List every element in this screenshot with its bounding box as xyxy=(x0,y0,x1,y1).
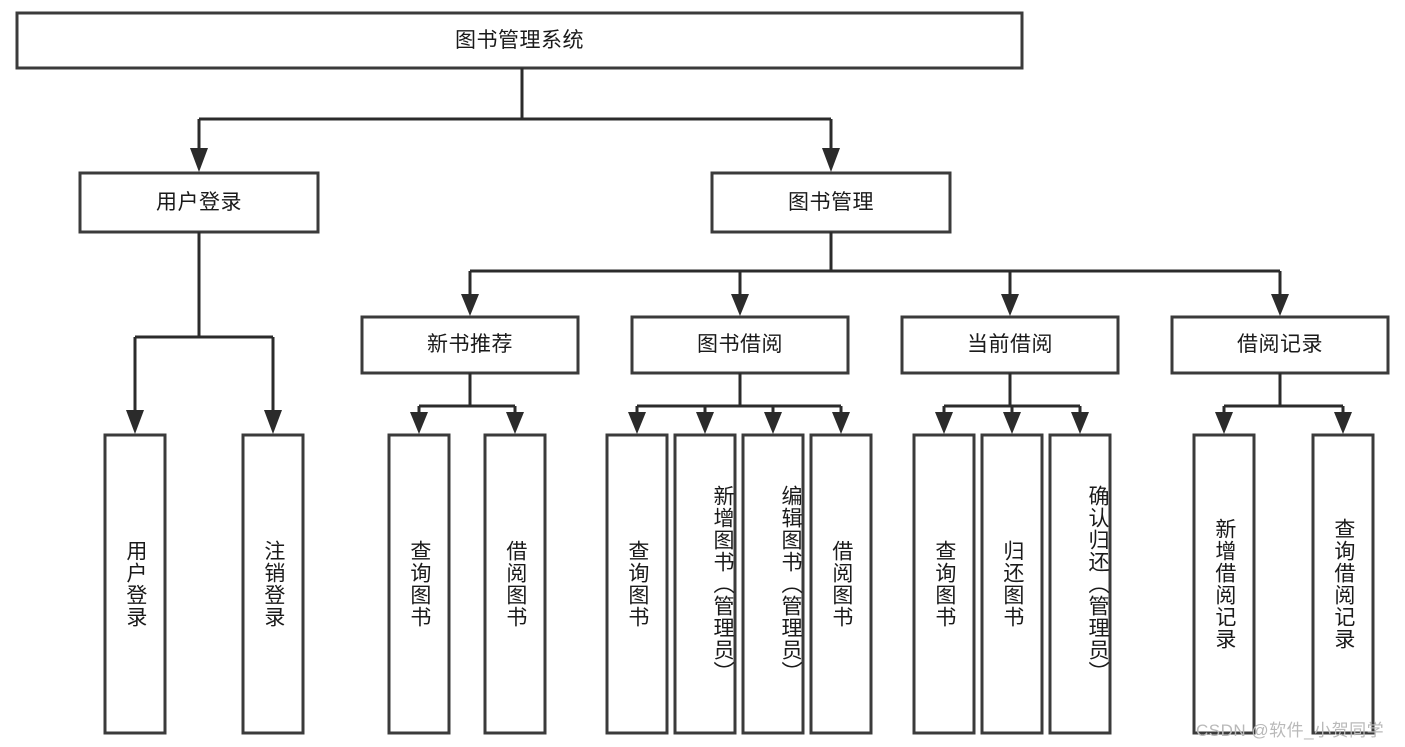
connector-book-borrow-to-leaves xyxy=(628,373,850,434)
connector-book-manage-to-level3 xyxy=(461,232,1289,316)
node-box-leaf-query-book-1[interactable] xyxy=(387,433,451,735)
arrow-head-icon xyxy=(832,412,850,434)
node-box-leaf-borrow-book-1[interactable] xyxy=(483,433,547,735)
arrow-head-icon xyxy=(935,412,953,434)
arrow-head-icon xyxy=(1001,294,1019,316)
arrow-head-icon xyxy=(410,412,428,434)
node-box-borrow-record[interactable] xyxy=(1170,315,1390,375)
arrow-head-icon xyxy=(461,294,479,316)
node-box-leaf-logout[interactable] xyxy=(241,433,305,735)
node-box-leaf-edit-book[interactable] xyxy=(741,433,805,735)
arrow-head-icon xyxy=(264,410,282,434)
node-box-new-book-recommend[interactable] xyxy=(360,315,580,375)
node-box-current-borrow[interactable] xyxy=(900,315,1120,375)
arrow-head-icon xyxy=(126,410,144,434)
node-box-leaf-user-login[interactable] xyxy=(103,433,167,735)
node-box-user-login[interactable] xyxy=(78,171,320,234)
node-box-leaf-add-book[interactable] xyxy=(673,433,737,735)
arrow-head-icon xyxy=(1215,412,1233,434)
connector-borrow-record-to-leaves xyxy=(1215,373,1352,434)
node-box-leaf-return-book[interactable] xyxy=(980,433,1044,735)
arrow-head-icon xyxy=(1334,412,1352,434)
arrow-head-icon xyxy=(506,412,524,434)
node-box-leaf-borrow-book-2[interactable] xyxy=(809,433,873,735)
arrow-head-icon xyxy=(696,412,714,434)
node-box-leaf-query-record[interactable] xyxy=(1311,433,1375,735)
node-box-root[interactable] xyxy=(15,11,1024,70)
arrow-head-icon xyxy=(764,412,782,434)
connector-root-to-level2 xyxy=(190,68,840,172)
arrow-head-icon xyxy=(731,294,749,316)
arrow-head-icon xyxy=(822,148,840,172)
node-box-leaf-query-book-3[interactable] xyxy=(912,433,976,735)
node-box-leaf-add-record[interactable] xyxy=(1192,433,1256,735)
node-box-leaf-query-book-2[interactable] xyxy=(605,433,669,735)
node-box-book-borrow[interactable] xyxy=(630,315,850,375)
connector-current-borrow-to-leaves xyxy=(935,373,1089,434)
arrow-head-icon xyxy=(1071,412,1089,434)
arrow-head-icon xyxy=(1271,294,1289,316)
arrow-head-icon xyxy=(190,148,208,172)
connector-new-book-recommend-to-leaves xyxy=(410,373,524,434)
arrow-head-icon xyxy=(628,412,646,434)
node-box-leaf-confirm-return[interactable] xyxy=(1048,433,1112,735)
node-box-book-manage[interactable] xyxy=(710,171,952,234)
arrow-head-icon xyxy=(1003,412,1021,434)
connector-user-login-to-leaves xyxy=(126,232,282,434)
